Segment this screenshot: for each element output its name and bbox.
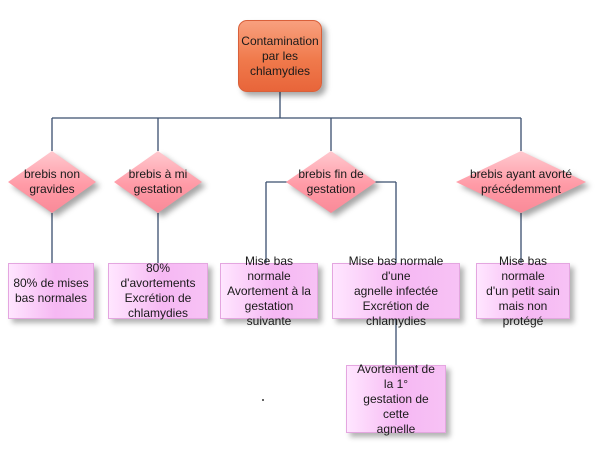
outcome-box-4: Mise bas normale d'une agnelle infectée … xyxy=(332,254,460,328)
outcome-box-1: 80% de mises bas normales xyxy=(8,263,94,319)
outcome-label: Mise bas normale d'un petit sain mais no… xyxy=(486,253,560,328)
outcome-label: Mise bas normale Avortement à la gestati… xyxy=(227,253,311,328)
outcome-label: 80% d'avortements Excrétion de chlamydie… xyxy=(120,261,196,320)
category-node-avorte: brebis ayant avorté précédemment xyxy=(456,151,586,213)
outcome-label: 80% de mises bas normales xyxy=(13,276,89,305)
outcome-label: Mise bas normale d'une agnelle infectée … xyxy=(348,253,444,328)
stray-dot xyxy=(262,399,264,401)
category-label: brebis à mi gestation xyxy=(128,167,188,196)
category-node-non-gravides: brebis non gravides xyxy=(8,151,96,213)
outcome-box-6: Avortement de la 1° gestation de cette a… xyxy=(346,362,446,436)
outcome-box-2: 80% d'avortements Excrétion de chlamydie… xyxy=(108,261,208,320)
category-label: brebis non gravides xyxy=(23,167,81,196)
category-label: brebis ayant avorté précédemment xyxy=(469,167,573,196)
category-node-mi-gestation: brebis à mi gestation xyxy=(114,151,202,213)
outcome-box-5: Mise bas normale d'un petit sain mais no… xyxy=(476,254,570,328)
category-node-fin-gestation: brebis fin de gestation xyxy=(286,151,376,213)
root-label: Contamination par les chlamydies xyxy=(241,33,319,78)
root-node: Contamination par les chlamydies xyxy=(238,20,322,92)
outcome-box-3: Mise bas normale Avortement à la gestati… xyxy=(220,254,318,328)
outcome-label: Avortement de la 1° gestation de cette a… xyxy=(357,361,435,436)
category-label: brebis fin de gestation xyxy=(298,167,364,196)
